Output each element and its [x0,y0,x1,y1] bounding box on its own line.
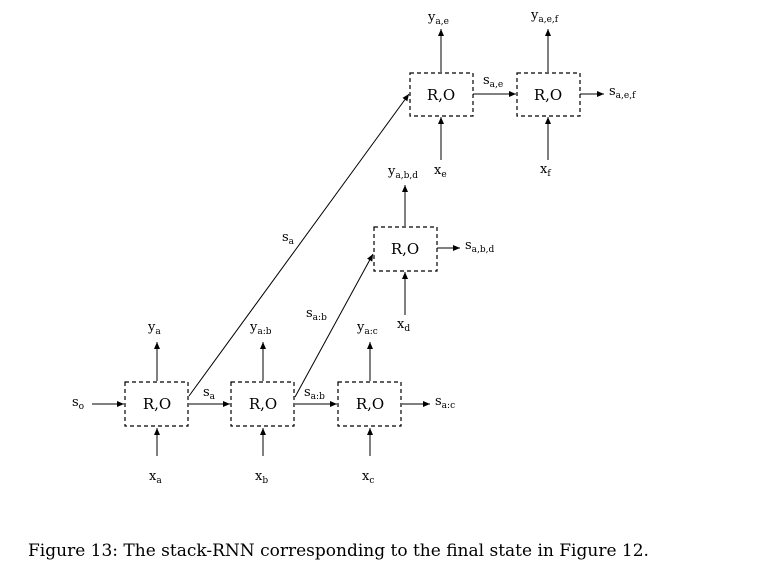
label-s-ae: sa,e [483,73,503,90]
label-s-a-diag: sa [282,230,295,247]
label-s-ab-h: sa:b [304,385,325,402]
label-y-ae: ya,e [427,10,449,27]
label-x-f: xf [540,162,551,179]
node-e-label: R,O [427,86,455,104]
label-x-d: xd [397,317,410,334]
label-s-abd: sa,b,d [465,238,495,255]
node-e: R,O [409,72,474,117]
label-x-c: xc [362,469,374,486]
label-x-a: xa [149,469,162,486]
node-d-label: R,O [391,240,419,258]
edge-s-ab-diag [294,253,374,398]
node-c-label: R,O [356,395,384,413]
label-y-abd: ya,b,d [387,164,418,181]
node-d: R,O [373,226,438,272]
node-f: R,O [516,72,581,117]
label-s-aef: sa,e,f [609,84,636,101]
node-f-label: R,O [534,86,562,104]
label-y-ab: ya:b [249,320,272,337]
node-b: R,O [230,381,295,427]
label-s-o: so [72,395,84,412]
label-y-aef: ya,e,f [530,8,559,25]
label-y-a: ya [147,320,161,337]
label-s-ac: sa:c [435,394,455,411]
figure-caption: Figure 13: The stack-RNN corresponding t… [28,541,649,561]
edge-s-a-diag [188,93,410,397]
node-a-label: R,O [143,395,171,413]
node-b-label: R,O [249,395,277,413]
node-a: R,O [124,381,189,427]
label-s-ab-diag: sa:b [306,306,327,323]
label-x-b: xb [255,469,268,486]
label-x-e: xe [434,163,447,180]
label-s-a-h: sa [203,385,216,402]
node-c: R,O [337,381,402,427]
label-y-ac: ya:c [356,320,378,337]
